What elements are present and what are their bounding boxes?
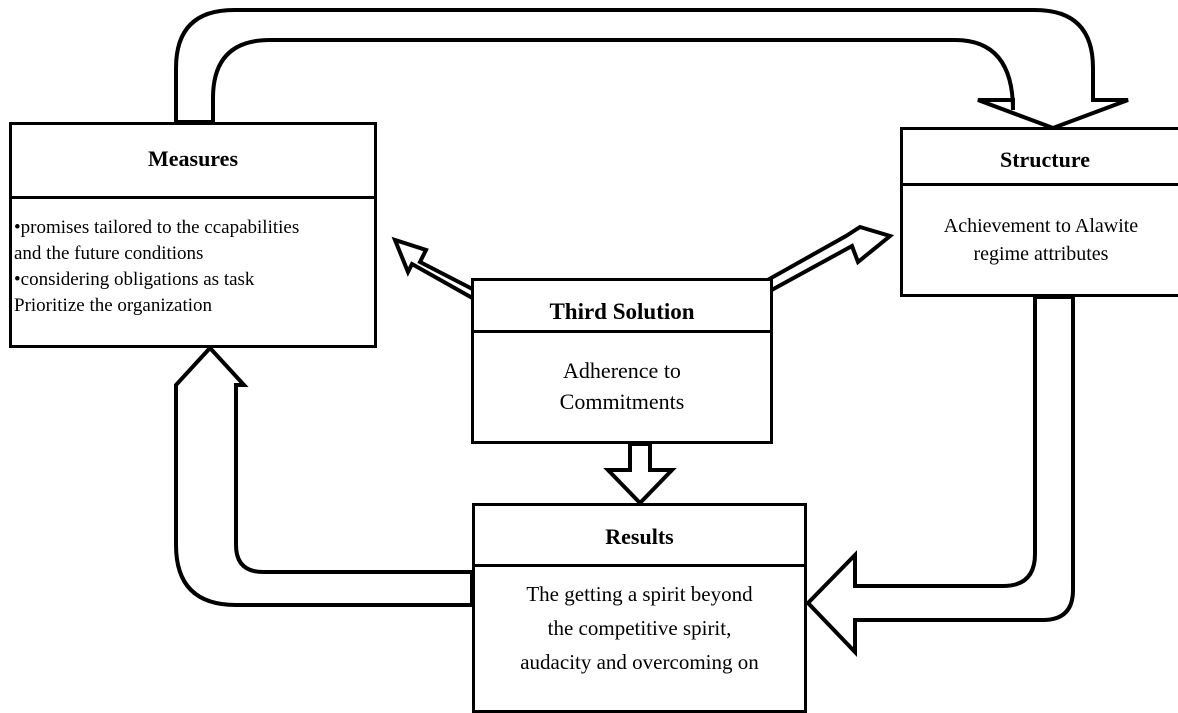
measures-box: Measures •promises tailored to the ccapa… xyxy=(9,122,377,348)
measures-title: Measures xyxy=(12,125,374,199)
third-solution-line: Adherence to xyxy=(563,358,681,383)
third-solution-line: Commitments xyxy=(559,389,685,414)
results-body: The getting a spirit beyond the competit… xyxy=(475,567,804,679)
results-title: Results xyxy=(475,506,804,567)
arrow-measures-to-structure xyxy=(174,8,1129,131)
arrows-layer xyxy=(174,8,1129,657)
third-solution-title: Third Solution xyxy=(474,281,770,333)
results-box: Results The getting a spirit beyond the … xyxy=(472,503,807,713)
third-solution-box: Third Solution Adherence to Commitments xyxy=(471,278,773,444)
structure-line: Achievement to Alawite xyxy=(943,215,1139,237)
results-line: The getting a spirit beyond xyxy=(526,582,753,606)
results-line: audacity and overcoming on xyxy=(520,650,759,674)
structure-line: regime attributes xyxy=(973,243,1109,265)
arrow-third-to-structure xyxy=(761,224,895,295)
measures-line: •promises tailored to the ccapabilities xyxy=(14,217,300,238)
results-line: the competitive spirit, xyxy=(547,616,732,640)
measures-line: and the future conditions xyxy=(14,243,204,264)
measures-body: •promises tailored to the ccapabilities … xyxy=(12,199,374,319)
measures-line: Prioritize the organization xyxy=(14,295,213,316)
arrow-third-to-results xyxy=(603,442,677,506)
arrow-third-to-measures xyxy=(391,236,491,303)
measures-line: •considering obligations as task xyxy=(14,269,255,290)
third-solution-body: Adherence to Commitments xyxy=(474,333,770,417)
structure-box: Structure Achievement to Alawite regime … xyxy=(900,127,1178,297)
structure-body: Achievement to Alawite regime attributes xyxy=(903,186,1178,268)
arrow-results-to-measures xyxy=(174,345,474,607)
arrow-structure-to-results xyxy=(805,295,1075,657)
structure-title: Structure xyxy=(903,130,1178,186)
